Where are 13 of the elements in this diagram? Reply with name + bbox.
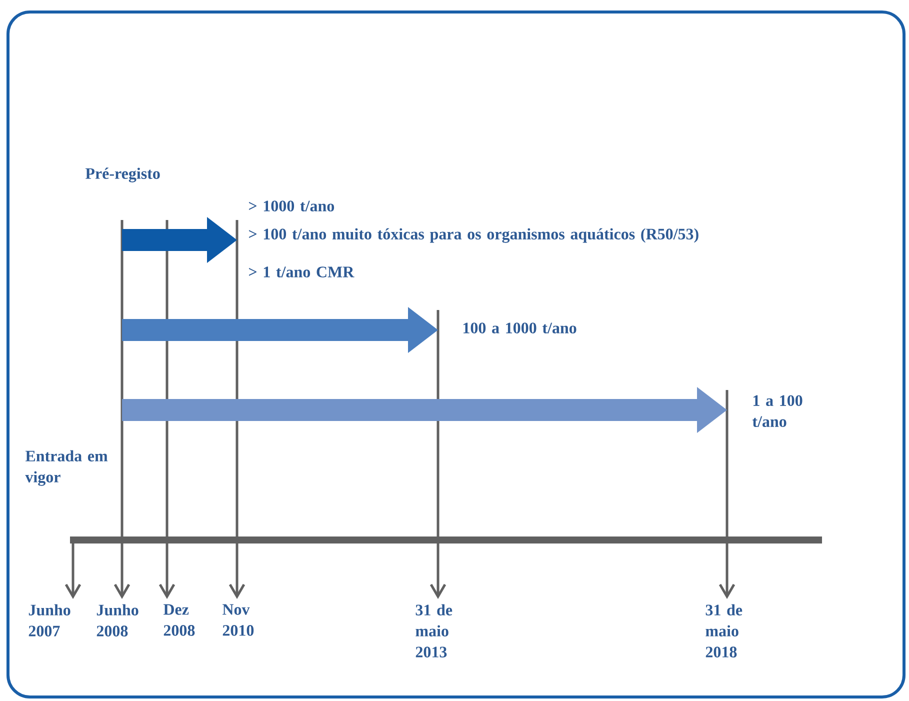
text-label: 100 a 1000 t/ano <box>464 322 576 334</box>
text-label: 1 a 100 t/ano <box>752 395 802 427</box>
date-label: Junho 2008 <box>96 604 138 636</box>
date-label: Junho 2007 <box>28 604 70 636</box>
date-label: Dez 2008 <box>163 604 195 636</box>
text-label: Entrada em vigor <box>25 450 108 486</box>
text-label: Pré-registo <box>85 168 160 182</box>
date-label: Nov 2010 <box>222 604 254 636</box>
date-label: 31 de maio 2013 <box>416 604 452 658</box>
date-label: 31 de maio 2018 <box>706 604 742 658</box>
text-label: > 1 t/ano CMR <box>249 266 354 278</box>
text-label: > 100 t/ano muito tóxicas para os organismos aquáticos (R50/53) <box>249 228 698 243</box>
text-label: > 1000 t/ano <box>249 200 334 212</box>
